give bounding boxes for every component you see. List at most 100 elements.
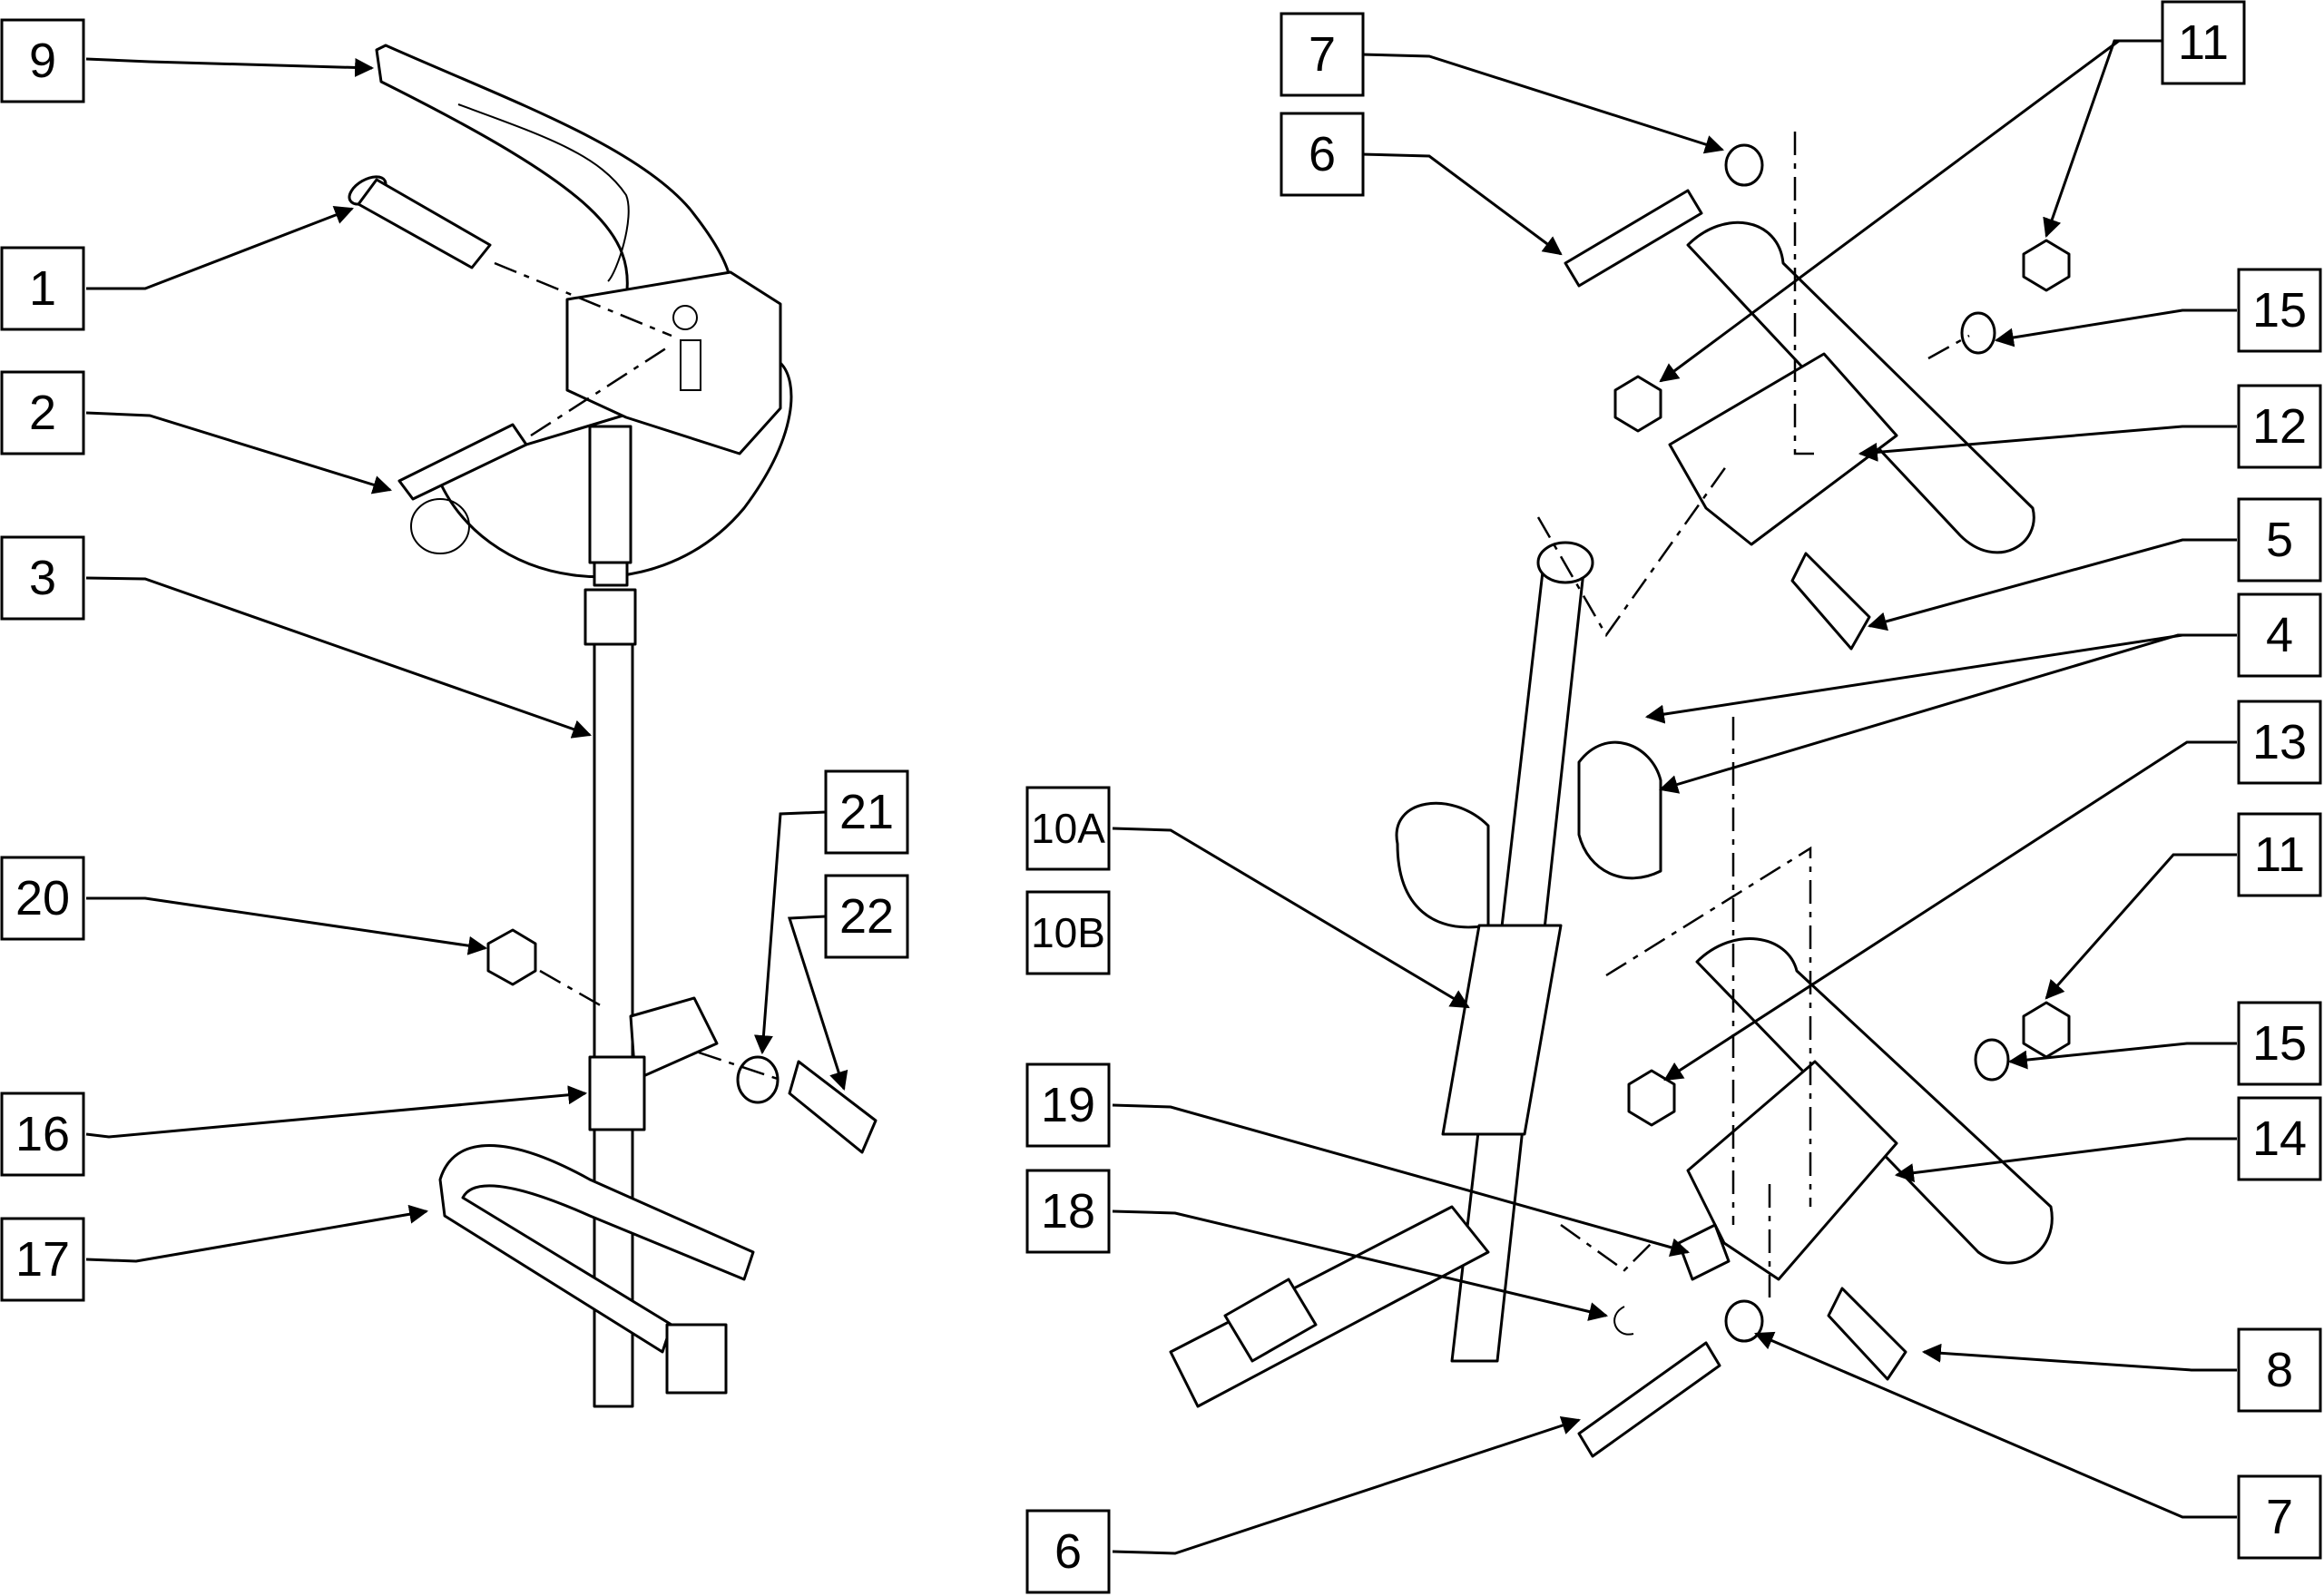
nut-11-top	[2022, 239, 2071, 292]
label-3: 3	[0, 535, 85, 621]
clamp-collar-right	[1577, 740, 1662, 880]
svg-text:14: 14	[2252, 1111, 2307, 1166]
leader-13	[1663, 740, 2237, 1082]
strap	[438, 1144, 755, 1354]
label-20: 20	[0, 856, 85, 941]
axis-clevis	[530, 343, 672, 437]
svg-text:5: 5	[2266, 513, 2293, 567]
label-13: 13	[2237, 700, 2322, 785]
spring-19	[1677, 1223, 1731, 1281]
leader-14	[1894, 1137, 2237, 1183]
svg-text:22: 22	[839, 889, 894, 944]
svg-text:9: 9	[29, 34, 56, 88]
lever-handle	[375, 44, 733, 301]
leader-6-bottom	[1112, 1415, 1581, 1555]
label-15-lower: 15	[2237, 1001, 2322, 1086]
axis-nut	[539, 969, 604, 1009]
svg-text:4: 4	[2266, 608, 2293, 662]
label-5: 5	[2237, 497, 2322, 583]
lever-slot	[457, 103, 630, 282]
label-8: 8	[2237, 1327, 2322, 1413]
leader-7-top	[1360, 53, 1725, 154]
leader-2	[85, 411, 393, 494]
left-assembly	[348, 44, 878, 1408]
label-2: 2	[0, 370, 85, 455]
svg-text:11: 11	[2178, 15, 2229, 70]
svg-text:2: 2	[29, 386, 56, 440]
upper-tube	[1686, 220, 2035, 554]
leader-10a	[1112, 827, 1470, 1009]
label-10b: 10B	[1025, 890, 1111, 975]
svg-text:17: 17	[15, 1232, 70, 1287]
label-16: 16	[0, 1092, 85, 1177]
svg-text:12: 12	[2252, 399, 2307, 454]
leader-11-top	[2043, 39, 2164, 238]
upper-bracket	[1668, 352, 1898, 546]
svg-text:8: 8	[2266, 1343, 2293, 1397]
axis-screw	[698, 1051, 781, 1082]
washer-21	[736, 1055, 780, 1104]
leader-11-left	[1659, 39, 2164, 383]
svg-text:7: 7	[1309, 27, 1336, 82]
leader-11-lower	[2045, 853, 2237, 1000]
nut-20	[486, 928, 537, 986]
svg-text:21: 21	[839, 785, 894, 839]
label-19: 19	[1025, 1062, 1111, 1148]
svg-text:19: 19	[1041, 1078, 1095, 1132]
axis-upper-vertical	[1793, 132, 1815, 455]
svg-text:15: 15	[2252, 1016, 2307, 1071]
bolt-6-top	[1564, 189, 1703, 288]
leader-22	[787, 915, 848, 1092]
leader-21	[753, 810, 827, 1055]
leader-4-collar	[1658, 633, 2237, 794]
label-6-bottom: 6	[1025, 1509, 1111, 1594]
leader-5	[1867, 538, 2237, 632]
label-11-top: 11	[2161, 0, 2246, 85]
leader-19	[1112, 1103, 1691, 1258]
leader-15-top	[1994, 308, 2237, 348]
label-22: 22	[824, 874, 909, 959]
svg-text:6: 6	[1054, 1524, 1082, 1579]
screw-22	[788, 1060, 878, 1154]
nut-11-mid	[1627, 1069, 1676, 1127]
svg-text:10B: 10B	[1031, 909, 1105, 956]
bolt-6-bottom	[1577, 1341, 1721, 1458]
label-14: 14	[2237, 1096, 2322, 1181]
pin-shaft	[357, 178, 492, 269]
svg-text:13: 13	[2252, 715, 2307, 769]
washer-7-top	[1724, 143, 1764, 187]
leader-8	[1921, 1343, 2237, 1372]
washer-15-top	[1960, 311, 1996, 355]
svg-text:6: 6	[1309, 127, 1336, 181]
shaft-collar	[593, 561, 629, 587]
caster-arm	[1169, 1205, 1490, 1408]
label-11-lower: 11	[2237, 812, 2322, 897]
label-21: 21	[824, 769, 909, 855]
label-18: 18	[1025, 1169, 1111, 1254]
bracket-slot	[680, 339, 701, 391]
bolt-5	[1790, 552, 1871, 651]
nut-11-left	[1613, 375, 1662, 433]
svg-text:20: 20	[15, 871, 70, 925]
svg-text:7: 7	[2266, 1490, 2293, 1544]
sleeve	[588, 1055, 646, 1131]
label-15-top: 15	[2237, 268, 2322, 353]
svg-text:15: 15	[2252, 283, 2307, 338]
label-7-bottom: 7	[2237, 1474, 2322, 1560]
clevis-pin	[397, 423, 528, 501]
svg-text:3: 3	[29, 551, 56, 605]
axis-pin	[494, 261, 672, 338]
bracket-hole	[672, 305, 698, 330]
strap-buckle	[665, 1323, 728, 1395]
leader-12	[1858, 425, 2237, 462]
washer-15-lower	[1974, 1038, 2010, 1082]
label-9: 9	[0, 18, 85, 103]
leader-9	[85, 57, 375, 77]
arm-hex	[1223, 1278, 1318, 1363]
svg-text:1: 1	[29, 261, 56, 316]
upper-shaft	[588, 425, 632, 564]
right-assembly	[1169, 132, 2071, 1458]
axis-upper-bracket	[1536, 462, 1731, 638]
